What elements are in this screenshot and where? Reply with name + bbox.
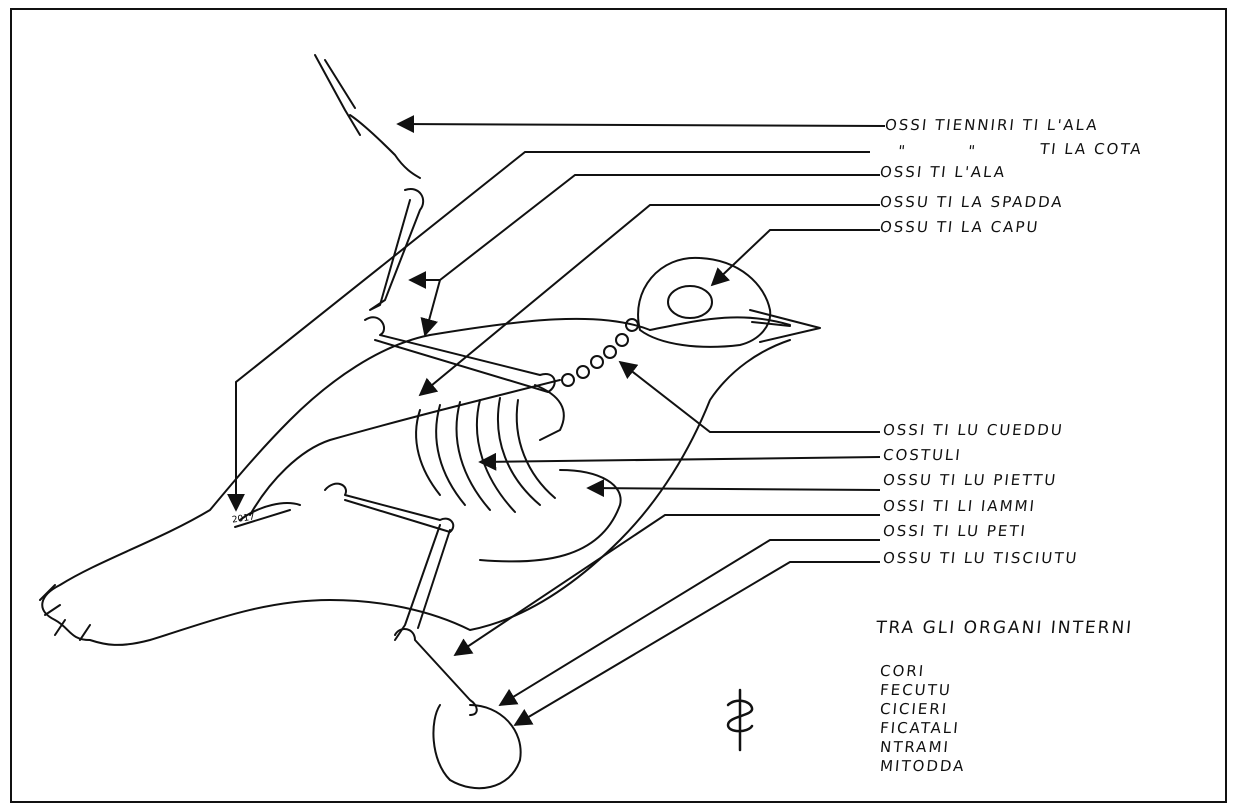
pointer-lines [236, 124, 885, 725]
tibia [395, 525, 450, 640]
beak [750, 310, 820, 342]
organ-item: CORI [879, 662, 966, 681]
pointer-pelvis [515, 562, 880, 725]
pointer-shoulder [420, 205, 880, 395]
organ-item: FECUTU [879, 681, 966, 700]
label-tail-bones: TI LA COTA [1039, 140, 1144, 158]
organ-item: NTRAMI [879, 738, 966, 757]
pointer-breast [588, 488, 880, 490]
shoulder-girdle [535, 385, 564, 440]
tail-feathers [40, 585, 90, 640]
neck-vertebrae [562, 319, 638, 386]
pointer-feet [500, 540, 880, 705]
lower-leg [395, 629, 477, 715]
organ-list: CORI FECUTU CICIERI FICATALI NTRAMI MITO… [880, 662, 965, 776]
femur [325, 484, 453, 532]
pointer-head [712, 230, 880, 285]
signature-monogram [728, 690, 752, 750]
skull [638, 258, 770, 347]
organ-item: CICIERI [879, 700, 966, 719]
label-leg-bones: OSSI TI LI IAMMI [882, 497, 1037, 515]
organs-title: TRA GLI ORGANI INTERNI [875, 618, 1134, 638]
ditto-mark: " [897, 142, 908, 160]
pointer-wing-2 [425, 280, 440, 335]
label-head-bone: OSSU TI LA CAPU [879, 218, 1040, 236]
label-ribs: COSTULI [882, 446, 963, 464]
organ-item: FICATALI [879, 719, 966, 738]
label-foot-bones: OSSI TI LU PETI [882, 522, 1028, 540]
spine [250, 380, 560, 515]
pointer-wing-tip [398, 124, 885, 126]
wing-tip-bones [315, 55, 420, 178]
label-breast-bone: OSSU TI LU PIETTU [882, 471, 1058, 489]
pointer-wing [410, 175, 880, 280]
label-pelvis-bone: OSSU TI LU TISCIUTU [882, 549, 1079, 567]
pointer-neck [620, 362, 880, 432]
ditto-mark: " [967, 142, 978, 160]
label-shoulder-bone: OSSU TI LA SPADDA [879, 193, 1065, 211]
ribs [416, 398, 555, 512]
foot [433, 705, 520, 788]
label-neck-bones: OSSI TI LU CUEDDU [882, 421, 1065, 439]
wing-humerus [365, 317, 555, 392]
wing-carpal [370, 189, 423, 310]
eye-socket [668, 286, 712, 318]
label-wing-tip-bones: OSSI TIENNIRI TI L'ALA [884, 116, 1100, 134]
organ-item: MITODDA [879, 757, 966, 776]
label-wing-bones: OSSI TI L'ALA [879, 163, 1007, 181]
sternum [480, 470, 621, 561]
